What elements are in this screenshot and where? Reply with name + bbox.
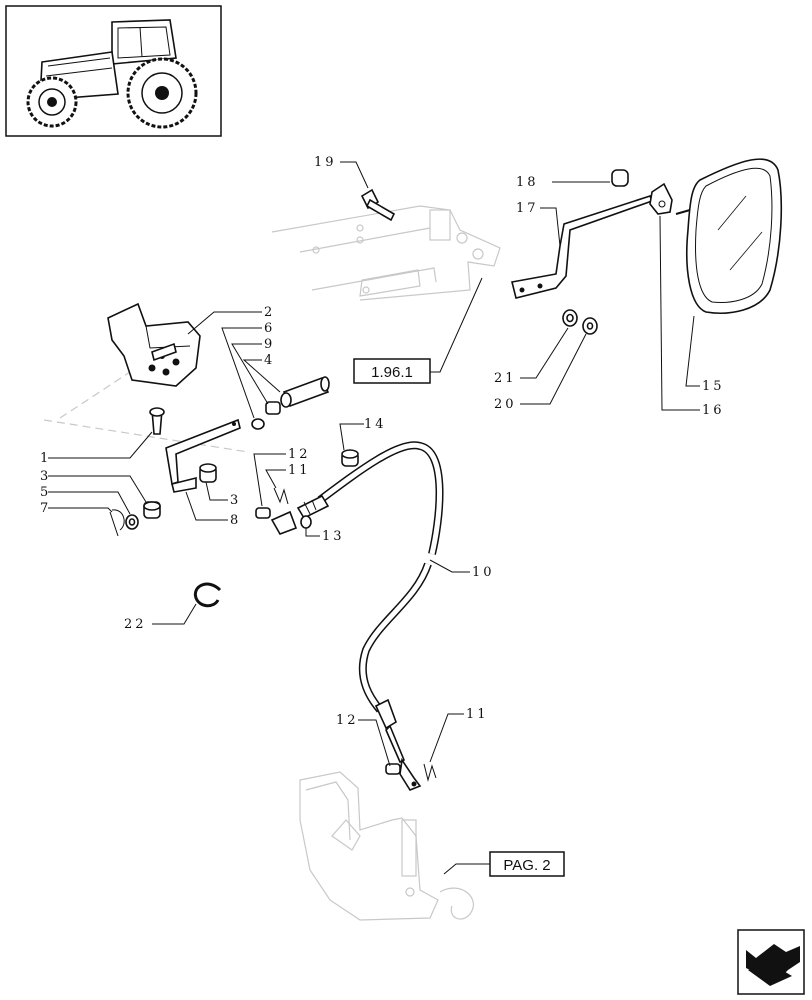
bolt (360, 188, 396, 222)
pedal-plate (107, 302, 201, 387)
washer (562, 309, 578, 327)
callout-label: 4 (264, 353, 275, 368)
callout-label: 17 (516, 201, 539, 216)
small-bushing (265, 401, 281, 415)
control-cable (296, 441, 444, 791)
bushing (199, 463, 217, 483)
clevis-pin (280, 376, 330, 408)
callout-label: 15 (702, 379, 725, 394)
callout-label: 7 (40, 501, 51, 516)
rear-view-mirror (675, 158, 783, 314)
reference-box-lower[interactable]: PAG. 2 (489, 851, 565, 877)
callout-label: 19 (314, 155, 337, 170)
nut (582, 317, 598, 335)
callout-label: 12 (336, 713, 359, 728)
callout-label: 18 (516, 175, 539, 190)
spring-clip (423, 763, 437, 782)
lever-arm (165, 418, 241, 493)
callout-label: 20 (494, 397, 517, 412)
callout-label: 5 (40, 485, 51, 500)
reference-label: 1.96.1 (371, 364, 413, 381)
clevis (270, 510, 312, 535)
ghost-guide-line (59, 371, 131, 419)
callout-label: 14 (364, 417, 387, 432)
callout-label: 6 (264, 321, 275, 336)
callout-label: 3 (40, 469, 51, 484)
spring-clip (273, 487, 289, 505)
small-washer (251, 418, 265, 430)
callout-label: 1 (40, 451, 51, 466)
callout-label: 2 (264, 305, 275, 320)
callout-label: 11 (288, 463, 311, 478)
snap-ring (193, 582, 222, 608)
callout-label: 10 (472, 565, 495, 580)
callout-label: 16 (702, 403, 725, 418)
leader-lines (48, 161, 700, 875)
callout-label: 22 (124, 617, 147, 632)
tractor-thumbnail-icon[interactable] (5, 5, 222, 137)
callout-label: 8 (230, 513, 241, 528)
callout-label: 12 (288, 447, 311, 462)
ghost-bracket-lower (299, 771, 474, 921)
bushing (143, 501, 161, 519)
reference-box-upper[interactable]: 1.96.1 (353, 358, 431, 384)
r-clip (109, 509, 125, 537)
pin (255, 507, 271, 519)
reference-label: PAG. 2 (503, 857, 550, 874)
pin (385, 763, 401, 775)
ghost-frame-upper (271, 205, 501, 301)
callout-label: 11 (466, 707, 489, 722)
callout-label: 13 (322, 529, 345, 544)
callout-numbers: 19 18 17 2 6 9 4 1 3 5 7 3 8 12 11 13 14… (40, 155, 725, 728)
callout-label: 21 (494, 371, 517, 386)
nut (611, 169, 629, 187)
callout-label: 3 (230, 493, 241, 508)
callout-label: 9 (264, 337, 275, 352)
ghost-guide-line (43, 419, 249, 453)
bolt (149, 407, 165, 435)
bushing (341, 449, 359, 467)
page-navigation-arrow-icon[interactable] (737, 929, 805, 995)
washer (125, 514, 139, 530)
mirror-clamp (649, 182, 673, 215)
